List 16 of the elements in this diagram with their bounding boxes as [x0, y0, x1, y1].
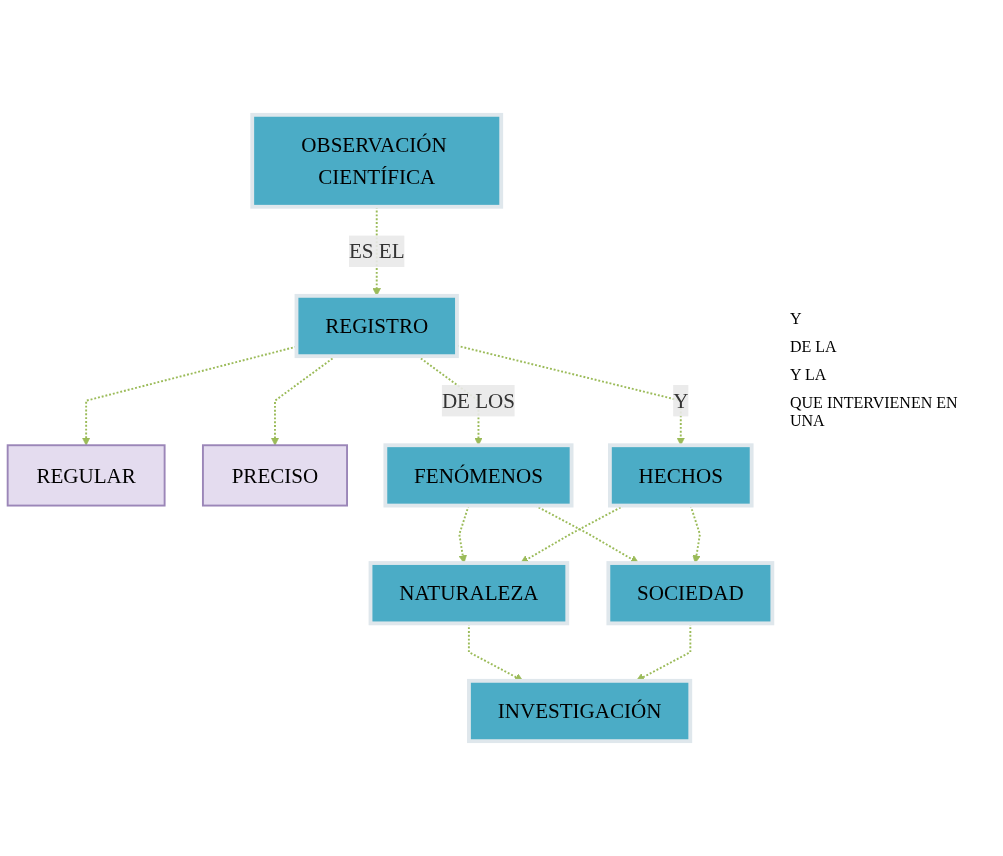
edge-label: Y — [673, 388, 689, 413]
edge-label: DE LOS — [441, 388, 516, 413]
node-box: NATURALEZA — [368, 561, 570, 626]
node-box: SOCIEDAD — [606, 561, 775, 626]
node-box: INVESTIGACIÓN — [467, 678, 693, 744]
node-box: HECHOS — [607, 443, 754, 508]
note-text: Y LA — [790, 366, 828, 384]
node-box: OBSERVACIÓN CIENTÍFICA — [250, 112, 504, 209]
note-text: DE LA — [790, 338, 838, 356]
edge-label: ES EL — [348, 239, 405, 264]
note-text: Y — [790, 310, 803, 328]
note-text: QUE INTERVIENEN EN UNA — [790, 394, 959, 430]
node-box: PRECISO — [201, 444, 348, 507]
node-box: REGISTRO — [294, 293, 459, 359]
node-box: FENÓMENOS — [383, 443, 574, 508]
node-box: REGULAR — [6, 444, 166, 507]
